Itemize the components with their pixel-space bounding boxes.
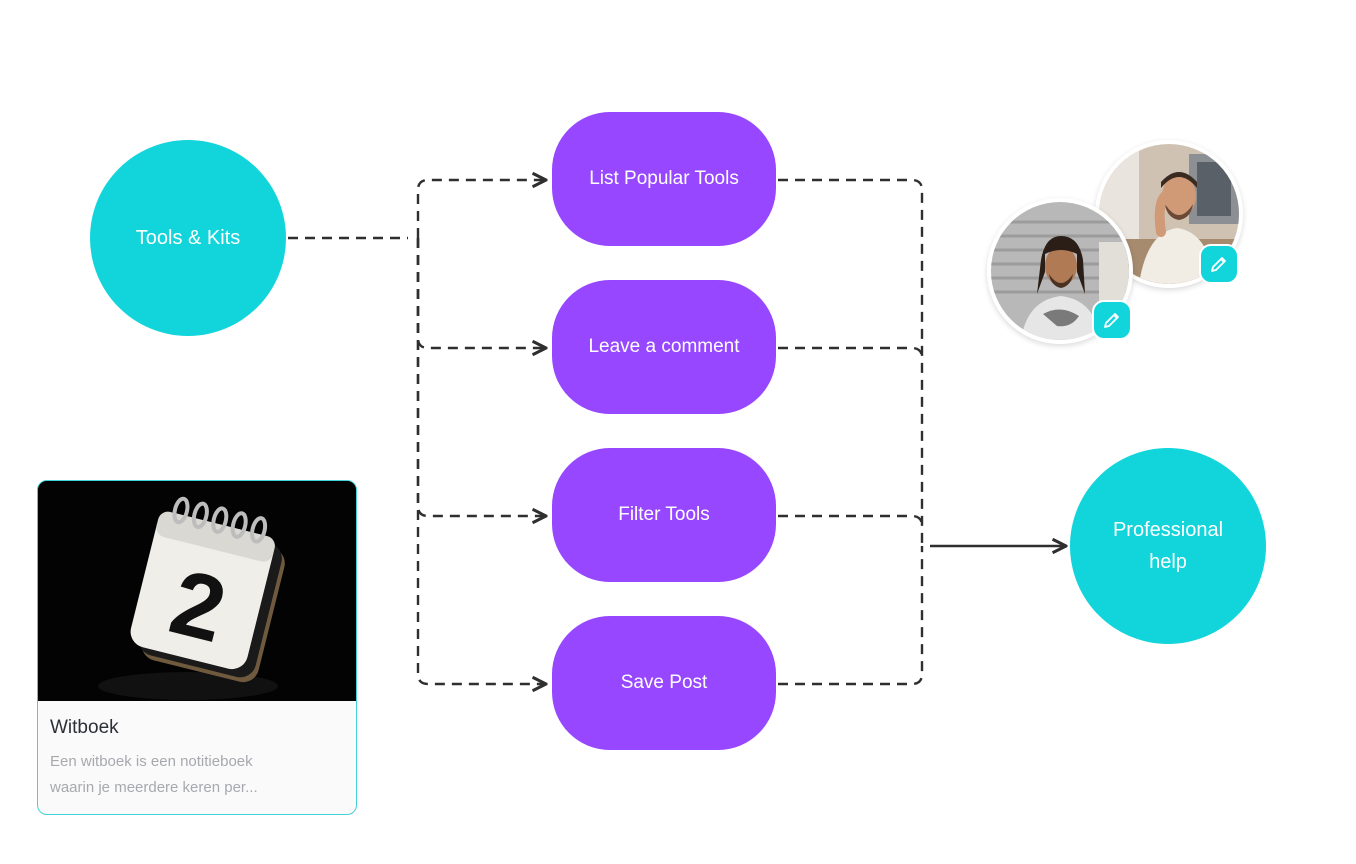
node-filter-tools[interactable]: Filter Tools [552, 448, 776, 582]
pencil-icon [1104, 313, 1119, 328]
connector-save-post-to-merge [778, 546, 924, 686]
witboek-card[interactable]: 2 Witboek Een witboek is een notitieboek… [37, 480, 357, 815]
node-leave-a-comment-label: Leave a comment [588, 336, 740, 357]
pencil-icon [1211, 257, 1226, 272]
node-professional-help[interactable]: Professional help [1070, 448, 1266, 644]
avatar-edit-button[interactable] [1092, 300, 1132, 340]
connector-fork-to-list-popular-tools [416, 180, 546, 238]
calendar-icon: 2 [38, 481, 356, 701]
connector-list-popular-tools-to-merge [778, 178, 924, 546]
card-description: Een witboek is een notitieboek waarin je… [50, 753, 258, 796]
card-title: Witboek [50, 717, 119, 738]
connector-fork-to-filter-tools [416, 238, 546, 516]
node-save-post-label: Save Post [620, 672, 708, 693]
node-professional-help-label: Professional help [1112, 519, 1224, 573]
node-leave-a-comment[interactable]: Leave a comment [552, 280, 776, 414]
connector-leave-a-comment-to-merge [778, 346, 924, 359]
connector-filter-tools-to-merge [778, 514, 924, 527]
avatar-edit-button[interactable] [1199, 244, 1239, 284]
node-list-popular-tools[interactable]: List Popular Tools [552, 112, 776, 246]
node-filter-tools-label: Filter Tools [618, 504, 710, 525]
node-save-post[interactable]: Save Post [552, 616, 776, 750]
connector-fork-to-leave-a-comment [416, 238, 546, 348]
card-image: 2 [38, 481, 356, 701]
node-tools-and-kits-label: Tools & Kits [135, 227, 241, 249]
node-tools-and-kits[interactable]: Tools & Kits [90, 140, 286, 336]
node-list-popular-tools-label: List Popular Tools [589, 168, 739, 189]
connector-fork-to-save-post [416, 238, 546, 684]
